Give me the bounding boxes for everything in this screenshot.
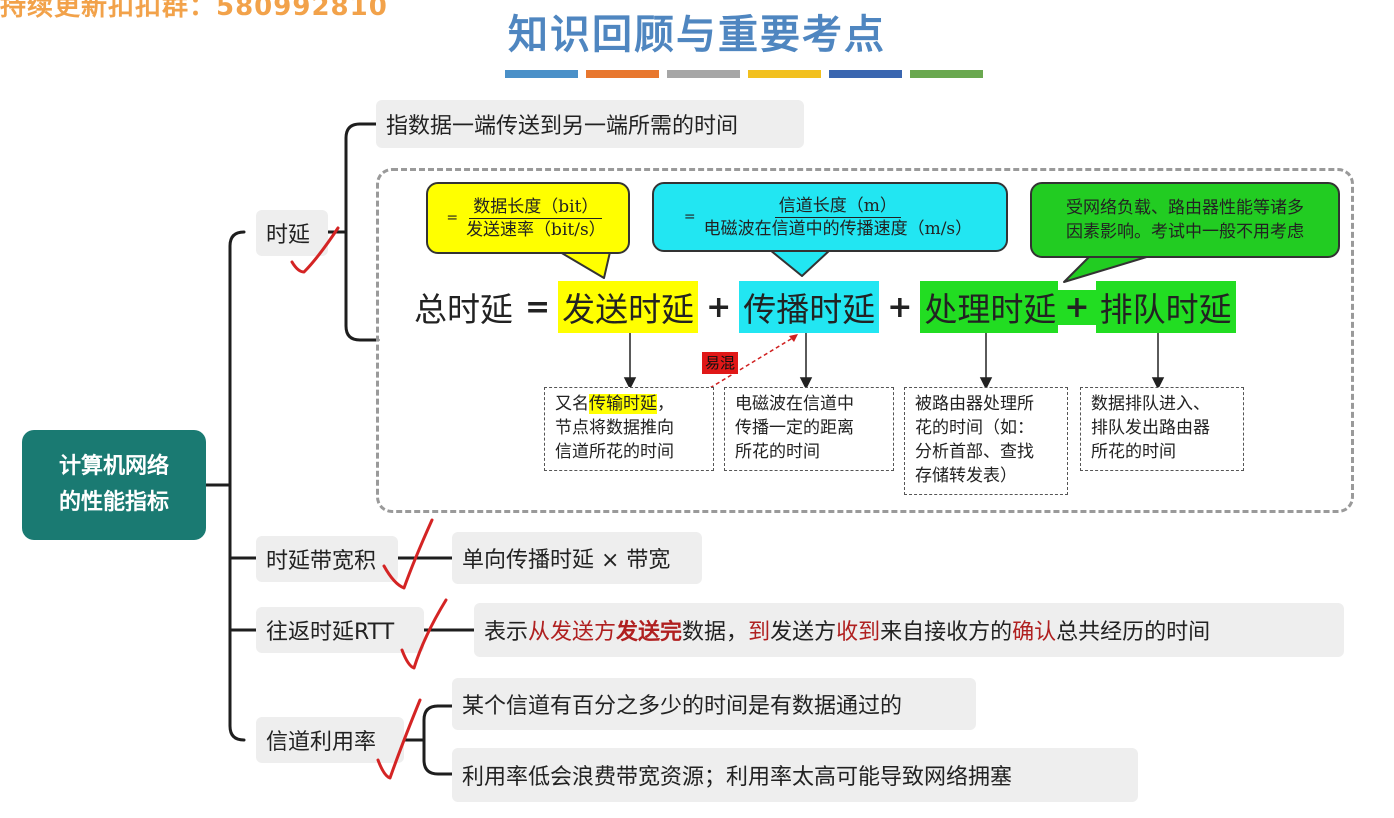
- formula-total: 总时延: [414, 290, 513, 329]
- send-numerator: 数据长度（bit）: [469, 196, 603, 219]
- delay-detail-panel: [376, 168, 1354, 513]
- green-note-line1: 受网络负载、路由器性能等诸多: [1066, 198, 1304, 218]
- root-label-line2: 的性能指标: [58, 490, 169, 515]
- watermark: 持续更新扣扣群：580992810: [0, 0, 388, 22]
- check-mark-icon: [290, 226, 340, 274]
- check-mark-icon: [382, 518, 434, 590]
- bubble-send-formula: = 数据长度（bit） 发送速率（bit/s）: [426, 182, 630, 254]
- send-denominator: 发送速率（bit/s）: [466, 219, 606, 240]
- total-delay-formula: 总时延 = 发送时延 + 传播时延 + 处理时延 + 排队时延: [410, 281, 1236, 333]
- easy-confuse-tag: 易混: [702, 352, 739, 374]
- stripe-2: [586, 70, 659, 78]
- stripe-5: [829, 70, 902, 78]
- note-queue: 数据排队进入、 排队发出路由器 所花的时间: [1080, 387, 1244, 471]
- node-bdp-label: 时延带宽积: [266, 549, 377, 574]
- node-rtt-label: 往返时延RTT: [266, 620, 395, 645]
- rtt-definition: 表示从发送方发送完数据，到发送方收到来自接收方的确认总共经历的时间: [474, 603, 1344, 657]
- formula-process: 处理时延: [920, 281, 1059, 333]
- delay-definition: 指数据一端传送到另一端所需的时间: [376, 100, 804, 148]
- bubble-propagate-formula: = 信道长度（m） 电磁波在信道中的传播速度（m/s）: [652, 182, 1008, 252]
- bubble-process-note: 受网络负载、路由器性能等诸多 因素影响。考试中一般不用考虑: [1030, 182, 1340, 258]
- node-delay-label: 时延: [266, 223, 311, 248]
- node-utilization: 信道利用率: [256, 717, 404, 763]
- formula-queue: 排队时延: [1095, 281, 1236, 333]
- node-utilization-label: 信道利用率: [266, 730, 377, 755]
- propagate-denominator: 电磁波在信道中的传播速度（m/s）: [703, 218, 973, 239]
- node-rtt: 往返时延RTT: [256, 607, 424, 653]
- root-label-line1: 计算机网络: [58, 454, 169, 479]
- green-note-line2: 因素影响。考试中一般不用考虑: [1066, 222, 1304, 242]
- utilization-definition-2: 利用率低会浪费带宽资源；利用率太高可能导致网络拥塞: [452, 748, 1138, 802]
- stripe-4: [748, 70, 821, 78]
- bdp-definition-text: 单向传播时延 × 带宽: [462, 548, 671, 573]
- formula-equals: =: [525, 289, 551, 325]
- bdp-definition: 单向传播时延 × 带宽: [452, 532, 702, 584]
- utilization-definition-1: 某个信道有百分之多少的时间是有数据通过的: [452, 678, 976, 730]
- utilization-definition-2-text: 利用率低会浪费带宽资源；利用率太高可能导致网络拥塞: [462, 765, 1013, 790]
- delay-definition-text: 指数据一端传送到另一端所需的时间: [386, 114, 739, 139]
- formula-send: 发送时延: [558, 281, 699, 333]
- utilization-definition-1-text: 某个信道有百分之多少的时间是有数据通过的: [462, 694, 903, 719]
- note-send: 又名传输时延， 节点将数据推向 信道所花的时间: [544, 387, 714, 471]
- formula-propagate: 传播时延: [739, 281, 880, 333]
- formula-plus-1: +: [706, 289, 732, 325]
- root-node: 计算机网络 的性能指标: [22, 430, 206, 540]
- check-mark-icon: [400, 598, 448, 670]
- transmission-delay-highlight: 传输时延: [589, 394, 657, 414]
- page-title: 知识回顾与重要考点: [508, 11, 886, 58]
- node-delay: 时延: [256, 210, 328, 256]
- stripe-6: [910, 70, 983, 78]
- formula-plus-2: +: [887, 289, 913, 325]
- rtt-definition-text: 表示从发送方发送完数据，到发送方收到来自接收方的确认总共经历的时间: [484, 620, 1211, 645]
- eq-sign: =: [683, 209, 696, 225]
- stripe-3: [667, 70, 740, 78]
- note-propagate: 电磁波在信道中 传播一定的距离 所花的时间: [724, 387, 894, 471]
- eq-sign: =: [446, 210, 459, 226]
- propagate-numerator: 信道长度（m）: [774, 195, 901, 218]
- formula-plus-3: +: [1058, 289, 1096, 325]
- node-bdp: 时延带宽积: [256, 536, 398, 582]
- stripe-1: [505, 70, 578, 78]
- note-process: 被路由器处理所 花的时间（如： 分析首部、查找 存储转发表）: [904, 387, 1068, 495]
- check-mark-icon: [376, 698, 422, 780]
